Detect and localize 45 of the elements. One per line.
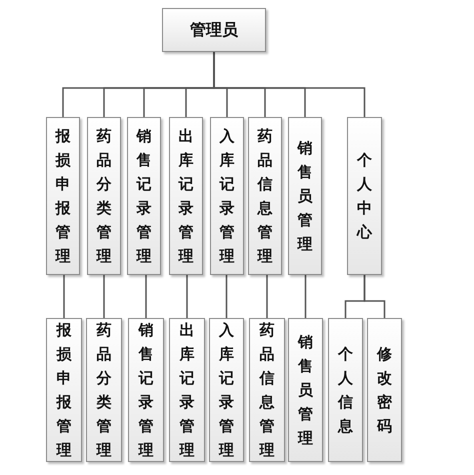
module-box bbox=[288, 117, 322, 275]
module-box bbox=[288, 318, 323, 462]
connector-line bbox=[364, 275, 386, 318]
module-box bbox=[209, 318, 244, 462]
module-label: 入库记录管理 bbox=[220, 126, 234, 267]
module-box bbox=[46, 318, 82, 462]
module-box bbox=[169, 318, 205, 462]
module-label: 药品分类管理 bbox=[96, 126, 112, 267]
module-label: 个人中心 bbox=[357, 150, 372, 243]
module-box bbox=[248, 117, 282, 275]
module-box bbox=[128, 318, 164, 462]
module-box bbox=[169, 117, 203, 275]
module-box bbox=[249, 318, 285, 462]
module-box bbox=[46, 117, 80, 275]
module-box bbox=[328, 318, 363, 462]
module-box bbox=[210, 117, 244, 275]
connector-line bbox=[266, 275, 268, 318]
module-label: 药品信息管理 bbox=[258, 126, 272, 267]
module-label: 报损申报管理 bbox=[56, 320, 72, 461]
module-label: 出库记录管理 bbox=[178, 126, 194, 267]
connector-line bbox=[186, 275, 188, 318]
connector-line bbox=[63, 275, 65, 318]
module-box bbox=[162, 8, 266, 52]
connector-line bbox=[103, 275, 105, 318]
module-label: 销售记录管理 bbox=[138, 320, 154, 461]
module-box bbox=[127, 117, 161, 275]
module-label: 销售员管理 bbox=[298, 332, 313, 449]
module-label: 销售记录管理 bbox=[136, 126, 152, 267]
connector-line bbox=[304, 275, 306, 318]
module-label: 药品信息管理 bbox=[260, 320, 274, 461]
connector-line bbox=[145, 275, 147, 318]
module-label: 修改密码 bbox=[377, 344, 392, 437]
connector-line bbox=[213, 52, 366, 117]
module-label: 报损申报管理 bbox=[56, 126, 70, 267]
module-label: 销售员管理 bbox=[298, 138, 312, 255]
module-box bbox=[86, 318, 122, 462]
module-box bbox=[347, 117, 382, 275]
module-label: 药品分类管理 bbox=[96, 320, 112, 461]
connector-line bbox=[226, 275, 228, 318]
module-label: 个人信息 bbox=[338, 344, 353, 437]
module-box bbox=[87, 117, 121, 275]
module-box bbox=[367, 318, 402, 462]
module-label: 管理员 bbox=[190, 20, 238, 40]
module-label: 入库记录管理 bbox=[219, 320, 234, 461]
module-label: 出库记录管理 bbox=[180, 320, 194, 461]
